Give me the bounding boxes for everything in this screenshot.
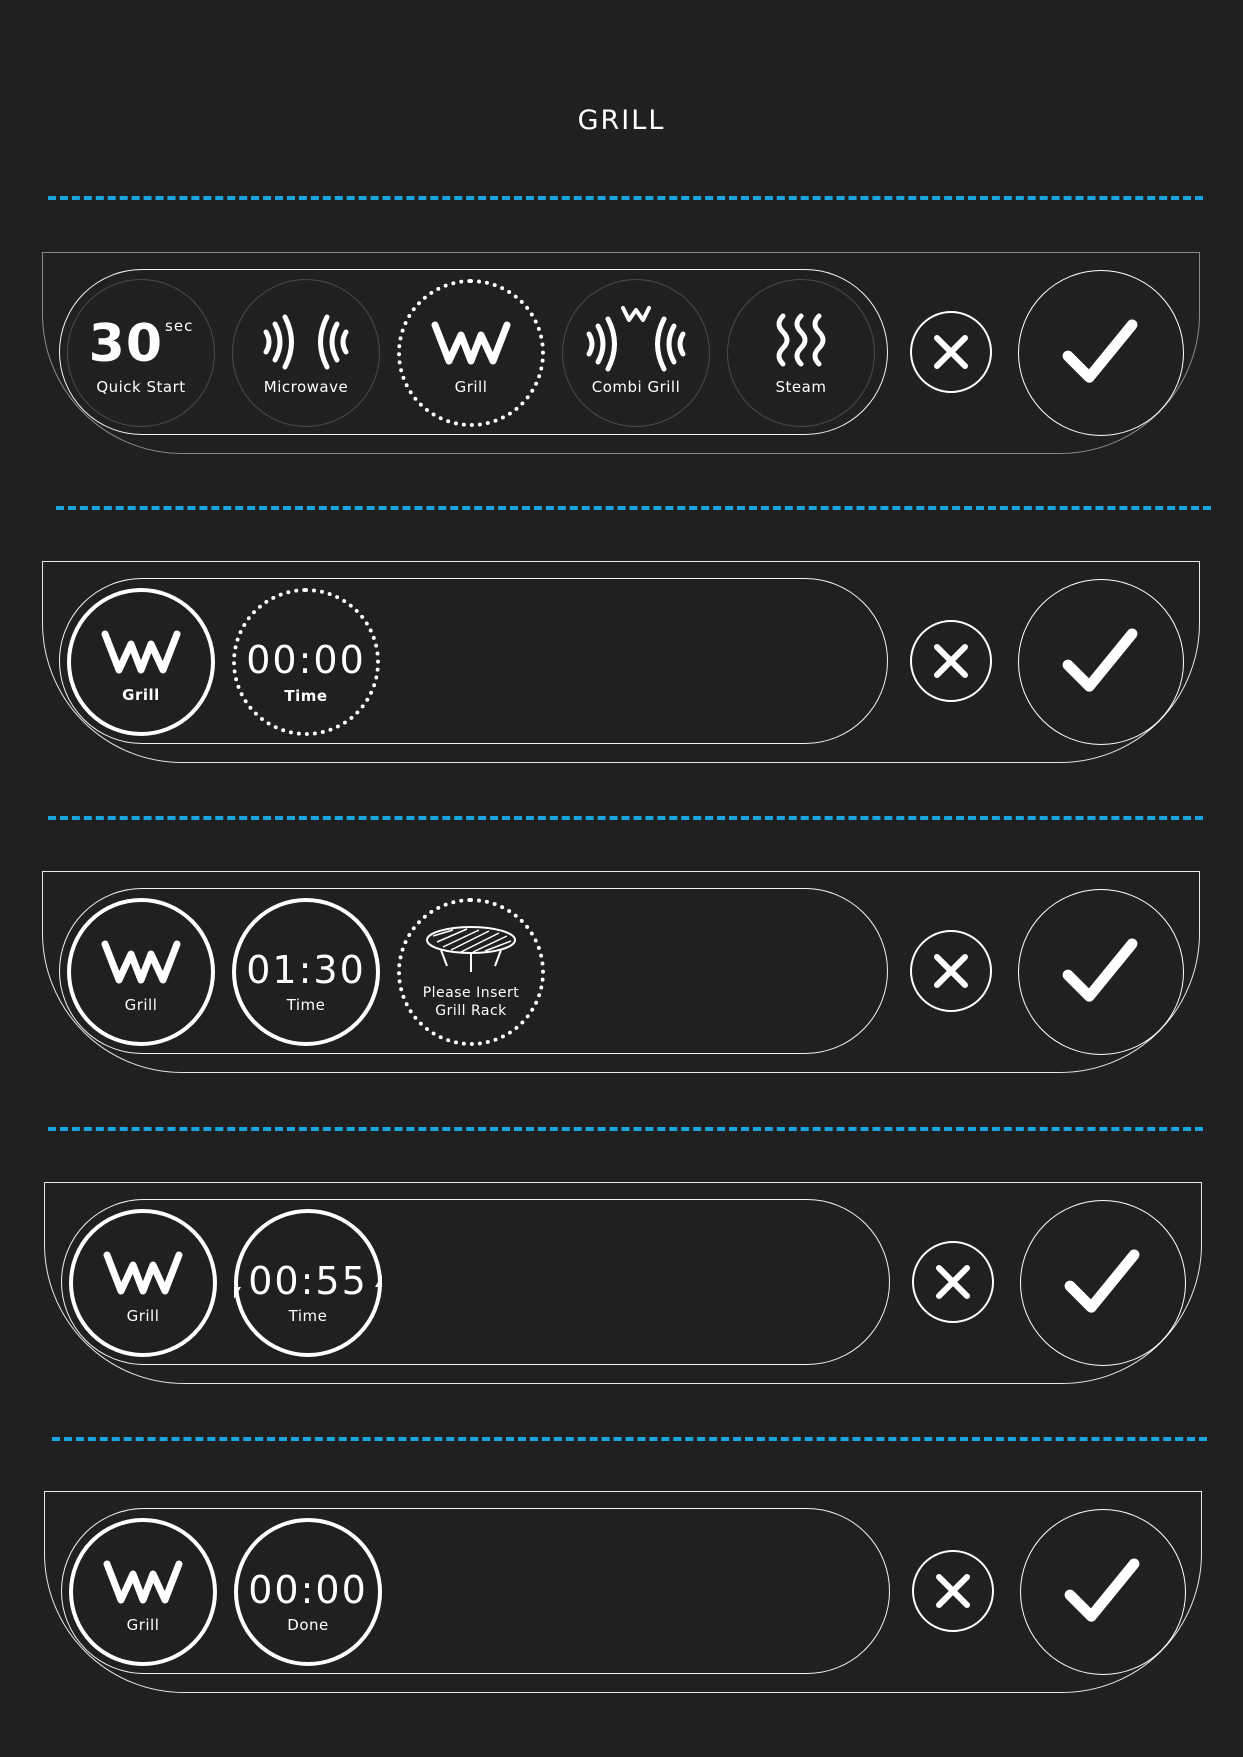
grill-label: Grill [122, 686, 160, 704]
insert-rack-prompt[interactable]: Please Insert Grill Rack [397, 898, 545, 1046]
setting-track: Grill 01:30 Time Please Insert Grill Rac… [59, 888, 888, 1054]
close-icon [933, 1571, 973, 1611]
close-icon [931, 951, 971, 991]
check-icon [1064, 1249, 1142, 1317]
time-value: 00:00 [248, 1568, 368, 1612]
steam-icon [776, 313, 826, 367]
steam-button[interactable]: Steam [727, 279, 875, 427]
grill-label: Grill [126, 1307, 160, 1325]
microwave-label: Microwave [263, 378, 349, 396]
done-label: Done [287, 1616, 329, 1634]
time-value: 01:30 [246, 948, 366, 992]
time-input-button[interactable]: 00:00 Time [232, 588, 380, 736]
time-label: Time [284, 687, 328, 705]
done-timer[interactable]: 00:00 Done [234, 1518, 382, 1666]
setting-track: Grill 00:00 Done [61, 1508, 890, 1674]
combi-grill-label: Combi Grill [591, 378, 681, 396]
grill-running-panel: Grill 00:55 Time [44, 1182, 1202, 1384]
cancel-button[interactable] [910, 311, 992, 393]
grill-rack-panel: Grill 01:30 Time Please Insert Grill Rac… [42, 871, 1200, 1073]
check-icon [1062, 938, 1140, 1006]
rack-prompt-line1: Please Insert [422, 985, 520, 1001]
grill-icon [431, 321, 511, 367]
divider [52, 1437, 1207, 1441]
grill-label: Grill [124, 996, 158, 1014]
confirm-button[interactable] [1018, 579, 1184, 745]
time-value: 00:55 [248, 1259, 368, 1303]
time-label: Time [286, 996, 326, 1014]
time-value: 00:00 [246, 638, 366, 682]
confirm-button[interactable] [1020, 1200, 1186, 1366]
grill-label: Grill [454, 378, 488, 396]
confirm-button[interactable] [1018, 889, 1184, 1055]
cancel-button[interactable] [910, 930, 992, 1012]
page-title: GRILL [577, 105, 666, 136]
microwave-waves-icon [263, 314, 349, 370]
close-icon [931, 641, 971, 681]
confirm-button[interactable] [1020, 1509, 1186, 1675]
countdown-arrows-icon [234, 1275, 382, 1299]
grill-done-panel: Grill 00:00 Done [44, 1491, 1202, 1693]
quick-start-label: Quick Start [96, 378, 186, 396]
steam-label: Steam [775, 378, 827, 396]
time-label: Time [288, 1307, 328, 1325]
check-icon [1064, 1558, 1142, 1626]
grill-selected-button[interactable]: Grill [69, 1518, 217, 1666]
divider [48, 816, 1203, 820]
grill-selected-button[interactable]: Grill [67, 898, 215, 1046]
grill-icon [103, 1560, 183, 1606]
check-icon [1062, 319, 1140, 387]
setting-track: Grill 00:00 Time [59, 578, 888, 744]
divider [48, 196, 1203, 200]
grill-icon [101, 940, 181, 986]
setting-track: Grill 00:55 Time [61, 1199, 890, 1365]
cancel-button[interactable] [910, 620, 992, 702]
divider [48, 1127, 1203, 1131]
grill-selected-button[interactable]: Grill [69, 1209, 217, 1357]
grill-icon [101, 630, 181, 676]
time-button[interactable]: 01:30 Time [232, 898, 380, 1046]
quick-start-unit: sec [165, 317, 194, 335]
close-icon [931, 332, 971, 372]
grill-mode-button[interactable]: Grill [397, 279, 545, 427]
close-icon [933, 1262, 973, 1302]
cancel-button[interactable] [912, 1550, 994, 1632]
cancel-button[interactable] [912, 1241, 994, 1323]
combi-grill-icon [586, 306, 686, 372]
grill-icon [103, 1251, 183, 1297]
quick-start-value: 30 [88, 314, 164, 374]
grill-label: Grill [126, 1616, 160, 1634]
divider [56, 506, 1211, 510]
combi-grill-button[interactable]: Combi Grill [562, 279, 710, 427]
countdown-timer[interactable]: 00:55 Time [234, 1209, 382, 1357]
confirm-button[interactable] [1018, 270, 1184, 436]
grill-time-panel: Grill 00:00 Time [42, 561, 1200, 763]
grill-selected-button[interactable]: Grill [67, 588, 215, 736]
rack-prompt-line2: Grill Rack [435, 1003, 507, 1019]
check-icon [1062, 628, 1140, 696]
grill-rack-icon [426, 926, 516, 972]
microwave-button[interactable]: Microwave [232, 279, 380, 427]
